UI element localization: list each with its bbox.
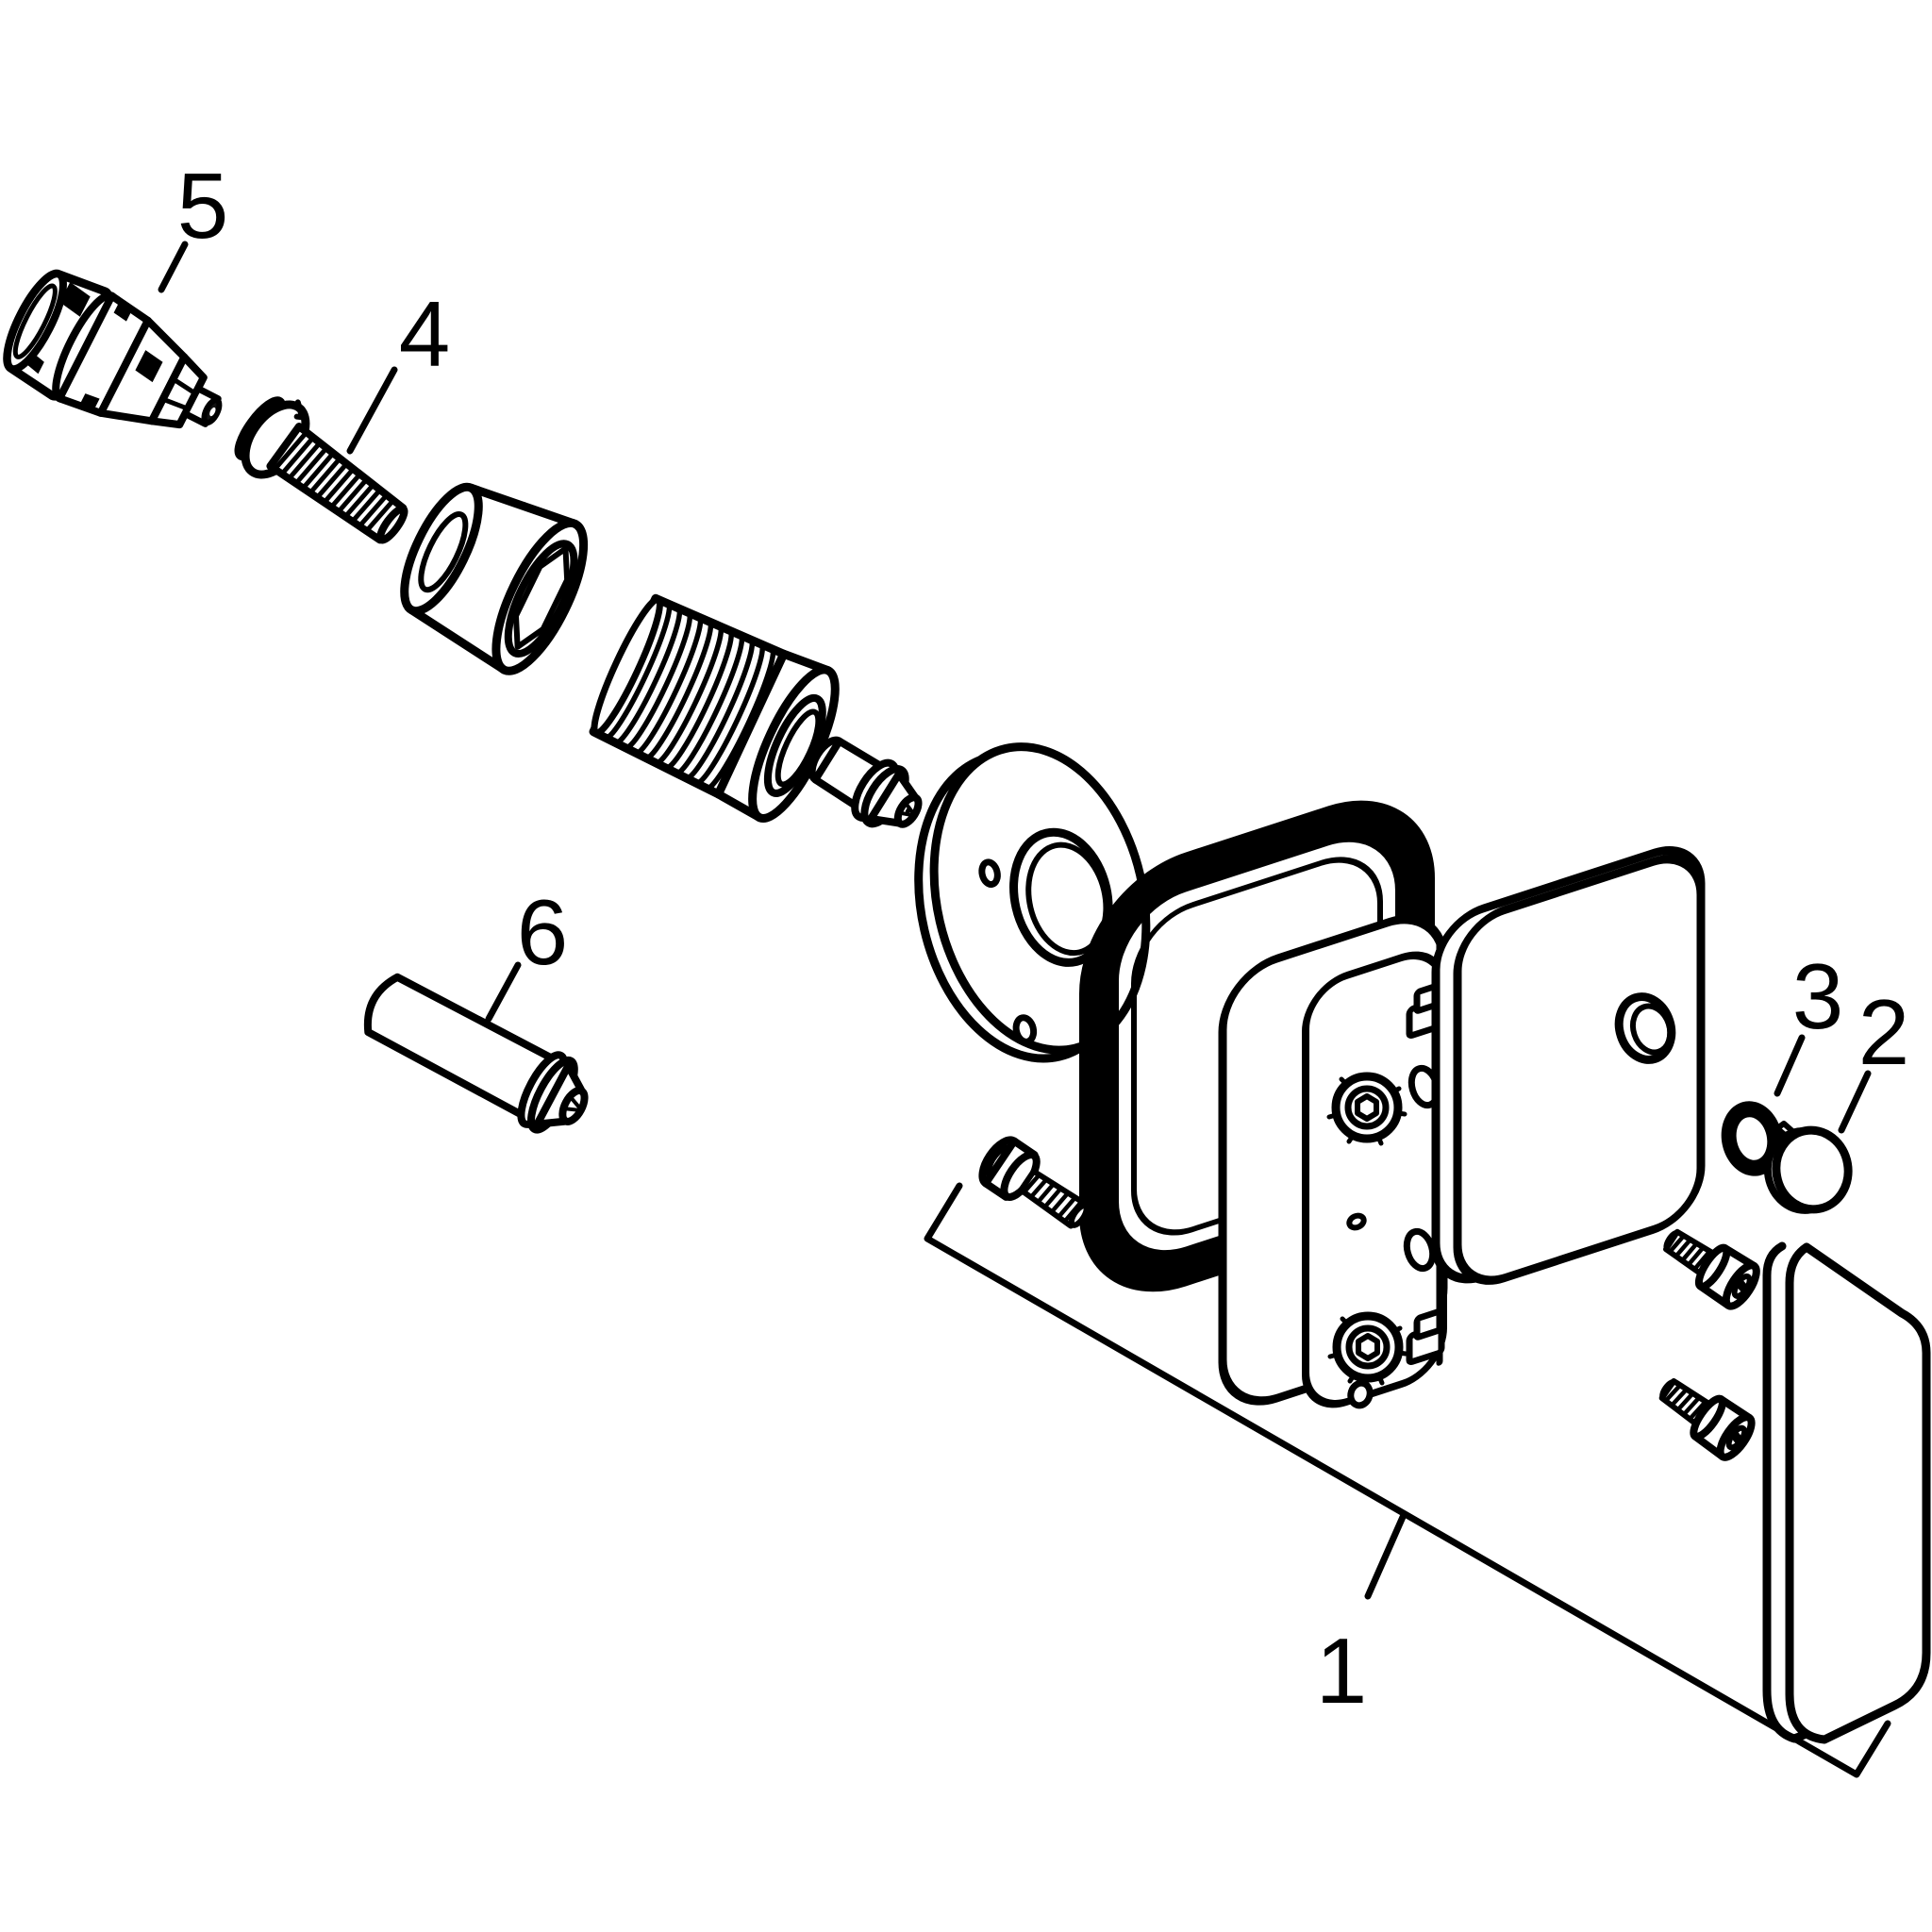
- part-front-panel: [1431, 845, 1706, 1285]
- part-socket-screw-top-right: [1663, 1228, 1760, 1310]
- part-socket-screw-bottom-right: [1658, 1377, 1756, 1461]
- callout-leaders: [158, 241, 1872, 1600]
- assembly-bracket-line: [924, 1182, 1891, 1778]
- callout-leader-6: [485, 961, 522, 1023]
- callout-leader-1: [1364, 1513, 1407, 1600]
- body-knob-bottom: [1327, 1311, 1408, 1386]
- part-valve-cartridge: [3, 269, 223, 429]
- part-spindle-adapter: [808, 736, 923, 828]
- callout-label-6: 6: [517, 880, 569, 984]
- part-cap-plug: [1763, 1121, 1853, 1214]
- part-fastening-screw: [234, 396, 408, 544]
- part-extension-sleeve: [363, 973, 589, 1134]
- callout-label-1: 1: [1316, 1619, 1368, 1723]
- part-valve-body: [1218, 914, 1448, 1409]
- callout-leader-5: [158, 241, 189, 293]
- callout-leader-3: [1774, 1034, 1806, 1097]
- callout-label-2: 2: [1858, 980, 1910, 1084]
- callout-label-5: 5: [177, 154, 229, 258]
- callout-label-3: 3: [1792, 944, 1844, 1048]
- callout-leader-2: [1838, 1070, 1872, 1134]
- part-end-cover: [1762, 1241, 1931, 1744]
- body-knob-top: [1326, 1072, 1407, 1146]
- callout-label-4: 4: [399, 282, 451, 386]
- callout-leader-4: [346, 366, 398, 455]
- part-threaded-sleeve: [589, 593, 840, 823]
- part-hex-adapter: [400, 482, 589, 675]
- part-socket-screw-left: [978, 1136, 1090, 1229]
